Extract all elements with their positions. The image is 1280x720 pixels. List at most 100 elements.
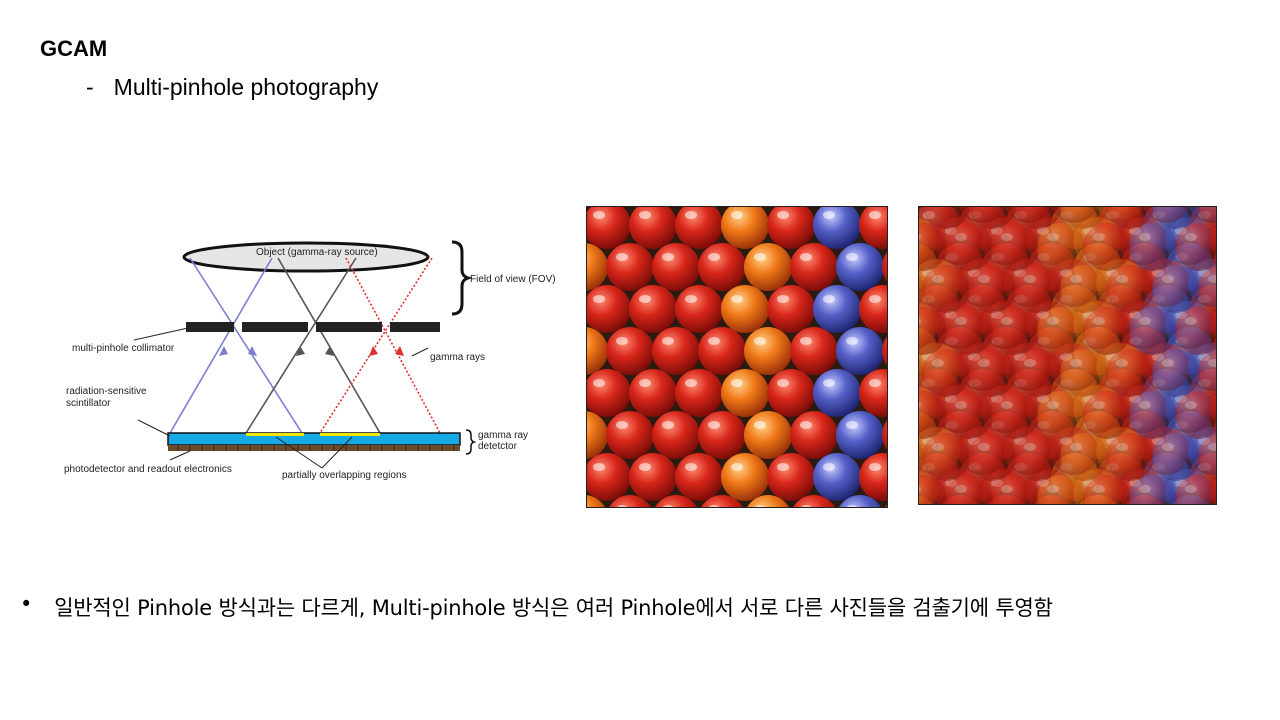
candy-ball bbox=[767, 369, 815, 417]
candy-ball bbox=[859, 285, 887, 333]
candy-ball bbox=[587, 243, 608, 291]
candy-ball bbox=[919, 475, 947, 504]
candy-ball bbox=[652, 243, 700, 291]
candy-ball bbox=[1152, 207, 1200, 229]
candy-ball bbox=[919, 391, 947, 439]
scintillator-label-2: scintillator bbox=[66, 398, 111, 409]
candy-ball bbox=[767, 285, 815, 333]
bullet-marker: • bbox=[20, 592, 33, 616]
candy-ball bbox=[1060, 265, 1108, 313]
candy-ball bbox=[767, 453, 815, 501]
fov-label: Field of view (FOV) bbox=[470, 274, 556, 285]
candy-ball bbox=[747, 495, 789, 507]
candy-ball bbox=[1083, 307, 1131, 355]
candy-ball bbox=[968, 349, 1016, 397]
candy-ball bbox=[701, 495, 743, 507]
candy-ball bbox=[882, 420, 887, 450]
object-ellipse bbox=[182, 241, 430, 273]
candy-ball bbox=[859, 207, 887, 249]
candy-ball bbox=[1198, 433, 1216, 481]
candy-ball bbox=[991, 223, 1039, 271]
candy-ball bbox=[1014, 207, 1062, 229]
sub-bullet-item: - Multi-pinhole photography bbox=[86, 74, 378, 101]
candy-ball bbox=[1198, 207, 1216, 229]
candy-ball bbox=[790, 411, 838, 459]
candy-ball bbox=[1060, 349, 1108, 397]
candy-ball bbox=[767, 207, 815, 249]
candy-ball bbox=[919, 358, 924, 388]
candy-ball bbox=[721, 369, 769, 417]
candy-ball bbox=[922, 207, 970, 229]
candy-ball bbox=[945, 223, 993, 271]
candy-ball bbox=[1106, 265, 1154, 313]
overlap-label: partially overlapping regions bbox=[282, 470, 407, 481]
candy-ball bbox=[859, 369, 887, 417]
candy-ball bbox=[1014, 433, 1062, 481]
red-rays bbox=[319, 257, 441, 434]
gamma-rays-label: gamma rays bbox=[430, 352, 485, 363]
candy-ball bbox=[790, 327, 838, 375]
candy-ball bbox=[744, 411, 792, 459]
candy-ball bbox=[813, 453, 861, 501]
candy-ball bbox=[790, 243, 838, 291]
candy-ball bbox=[836, 411, 884, 459]
candy-ball bbox=[606, 327, 654, 375]
candy-ball bbox=[698, 327, 746, 375]
candy-ball bbox=[1037, 307, 1085, 355]
multi-pinhole-image bbox=[918, 206, 1217, 505]
candy-ball bbox=[945, 307, 993, 355]
candy-ball bbox=[1198, 265, 1216, 313]
candy-ball bbox=[1129, 307, 1177, 355]
candy-ball bbox=[1106, 349, 1154, 397]
dash-marker: - bbox=[86, 74, 94, 100]
collimator bbox=[186, 322, 440, 332]
candy-ball bbox=[587, 369, 631, 417]
candy-ball bbox=[1129, 391, 1177, 439]
candy-ball bbox=[629, 207, 677, 249]
body-text: 일반적인 Pinhole 방식과는 다르게, Multi-pinhole 방식은… bbox=[54, 596, 1053, 620]
candy-ball bbox=[1129, 223, 1177, 271]
candy-ball bbox=[606, 411, 654, 459]
candy-ball bbox=[655, 495, 697, 507]
candy-ball bbox=[629, 285, 677, 333]
candy-ball bbox=[1106, 207, 1154, 229]
candy-ball bbox=[587, 495, 605, 507]
subtitle: Multi-pinhole photography bbox=[113, 74, 379, 100]
candy-ball bbox=[885, 504, 887, 507]
candy-ball bbox=[922, 265, 970, 313]
candy-ball bbox=[1014, 349, 1062, 397]
candy-ball bbox=[991, 475, 1039, 504]
candy-ball bbox=[1175, 391, 1216, 439]
photodetector-bar bbox=[168, 445, 460, 451]
candy-ball bbox=[1129, 475, 1177, 504]
candy-ball bbox=[813, 285, 861, 333]
candy-ball bbox=[675, 285, 723, 333]
candy-ball bbox=[991, 307, 1039, 355]
candy-ball bbox=[968, 207, 1016, 229]
candy-ball bbox=[721, 207, 769, 249]
fov-brace bbox=[451, 240, 473, 316]
candy-ball bbox=[793, 495, 835, 507]
candy-ball bbox=[1037, 223, 1085, 271]
candy-ball bbox=[836, 243, 884, 291]
candy-ball bbox=[744, 243, 792, 291]
candy-ball bbox=[587, 411, 608, 459]
candy-ball bbox=[629, 453, 677, 501]
candy-ball bbox=[675, 207, 723, 249]
candy-ball bbox=[675, 453, 723, 501]
candy-ball bbox=[1037, 475, 1085, 504]
candy-ball bbox=[698, 411, 746, 459]
candy-ball bbox=[1083, 223, 1131, 271]
candy-ball bbox=[675, 369, 723, 417]
overlap-region-left bbox=[246, 433, 304, 436]
candy-ball bbox=[882, 336, 887, 366]
candy-ball bbox=[1152, 433, 1200, 481]
candy-ball bbox=[606, 243, 654, 291]
candy-ball bbox=[698, 243, 746, 291]
candy-ball bbox=[587, 327, 608, 375]
photodetector-label: photodetector and readout electronics bbox=[64, 464, 232, 475]
candy-ball bbox=[1152, 349, 1200, 397]
candy-ball bbox=[922, 433, 970, 481]
candy-ball bbox=[652, 327, 700, 375]
candy-ball bbox=[1175, 307, 1216, 355]
